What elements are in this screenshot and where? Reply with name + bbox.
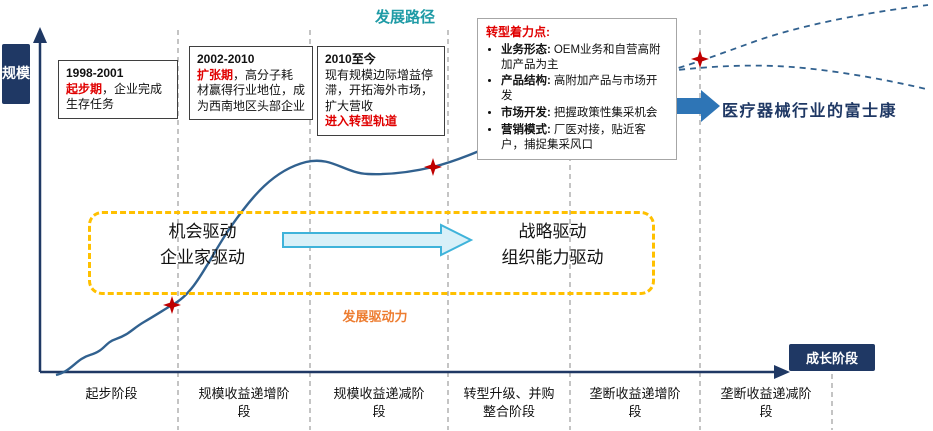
- y-axis-label: 规模: [2, 44, 30, 104]
- stage-cell-6: 垄断收益递减阶段: [700, 385, 832, 429]
- transform-item-text: 高附加产品与市场开发: [501, 75, 658, 103]
- transform-focus-box: 转型着力点: 业务形态:OEM业务和自营高附加产品为主 产品结构:高附加产品与市…: [477, 18, 677, 161]
- stage-label: 规模收益递增阶段: [198, 386, 290, 419]
- driver-item: 企业家驱动: [160, 248, 245, 268]
- period-range: 2010至今: [325, 52, 376, 66]
- period-box-1998-2001: 1998-2001 起步期，企业完成生存任务: [58, 60, 178, 119]
- period-range: 2002-2010: [197, 52, 255, 66]
- transform-item-label: 业务形态:: [501, 43, 551, 56]
- driver-group-right: 战略驱动 组织能力驱动: [465, 219, 640, 272]
- transform-box-title: 转型着力点:: [486, 25, 550, 39]
- phase-name: 进入转型轨道: [325, 114, 398, 129]
- period-desc: 现有规模边际增益停滞，开拓海外市场，扩大营收: [325, 67, 434, 113]
- period-desc: ，高分子耗材赢得行业地位，成为西南地区头部企业: [197, 67, 306, 113]
- transform-item-list: 业务形态:OEM业务和自营高附加产品为主 产品结构:高附加产品与市场开发 市场开…: [486, 43, 668, 154]
- stage-label: 起步阶段: [85, 386, 138, 401]
- vision-arrow-icon: [676, 90, 720, 122]
- driver-item: 机会驱动: [168, 222, 237, 241]
- transform-item-text: OEM业务和自营高附加产品为主: [501, 43, 661, 71]
- driver-dashed-box: [88, 211, 655, 295]
- x-axis-arrowhead-icon: [774, 365, 790, 379]
- diagram-title: 发展路径: [375, 9, 436, 26]
- transform-item-label: 营销模式:: [501, 124, 551, 137]
- phase-name: 扩张期: [197, 67, 234, 82]
- transform-item-text: 厂医对接，贴近客户，捕捉集采风口: [501, 124, 646, 152]
- stage-cell-2: 规模收益递增阶段: [178, 385, 310, 429]
- stage-label: 垄断收益递减阶段: [720, 386, 812, 419]
- driver-item: 战略驱动: [518, 222, 587, 241]
- x-axis-label: 成长阶段: [789, 344, 875, 371]
- transform-item-text: 把握政策性集采机会: [553, 107, 658, 120]
- stage-label: 垄断收益递增阶段: [589, 386, 681, 419]
- period-range: 1998-2001: [66, 66, 124, 80]
- period-desc: ，企业完成生存任务: [66, 81, 163, 112]
- stage-label: 规模收益递减阶段: [333, 386, 425, 419]
- y-axis-arrowhead-icon: [33, 27, 47, 43]
- period-box-2010-now: 2010至今 现有规模边际增益停滞，开拓海外市场，扩大营收 进入转型轨道: [317, 46, 445, 136]
- transform-item: 产品结构:高附加产品与市场开发: [501, 74, 668, 104]
- stage-cell-1: 起步阶段: [45, 385, 178, 429]
- stage-cell-5: 垄断收益递增阶段: [570, 385, 700, 429]
- stage-cell-4: 转型升级、并购整合阶段: [448, 385, 570, 429]
- driver-item: 组织能力驱动: [501, 248, 604, 268]
- transform-item-label: 产品结构:: [501, 75, 551, 88]
- transform-item: 业务形态:OEM业务和自营高附加产品为主: [501, 43, 668, 73]
- driver-transition-arrow-icon: [282, 223, 474, 257]
- x-axis: [40, 365, 790, 379]
- stage-label: 转型升级、并购整合阶段: [463, 386, 555, 419]
- phase-name: 起步期: [66, 81, 103, 96]
- transform-item-label: 市场开发:: [501, 107, 551, 120]
- y-axis: [33, 27, 47, 372]
- driver-group-left: 机会驱动 企业家驱动: [120, 219, 285, 272]
- period-box-2002-2010: 2002-2010 扩张期，高分子耗材赢得行业地位，成为西南地区头部企业: [189, 46, 313, 121]
- vision-label: 医疗器械行业的富士康: [722, 103, 898, 120]
- driver-caption: 发展驱动力: [342, 309, 408, 324]
- transform-item: 营销模式:厂医对接，贴近客户，捕捉集采风口: [501, 123, 668, 153]
- projection-dashed-curves: [667, 4, 929, 90]
- stage-cell-3: 规模收益递减阶段: [310, 385, 448, 429]
- transform-item: 市场开发:把握政策性集采机会: [501, 106, 668, 121]
